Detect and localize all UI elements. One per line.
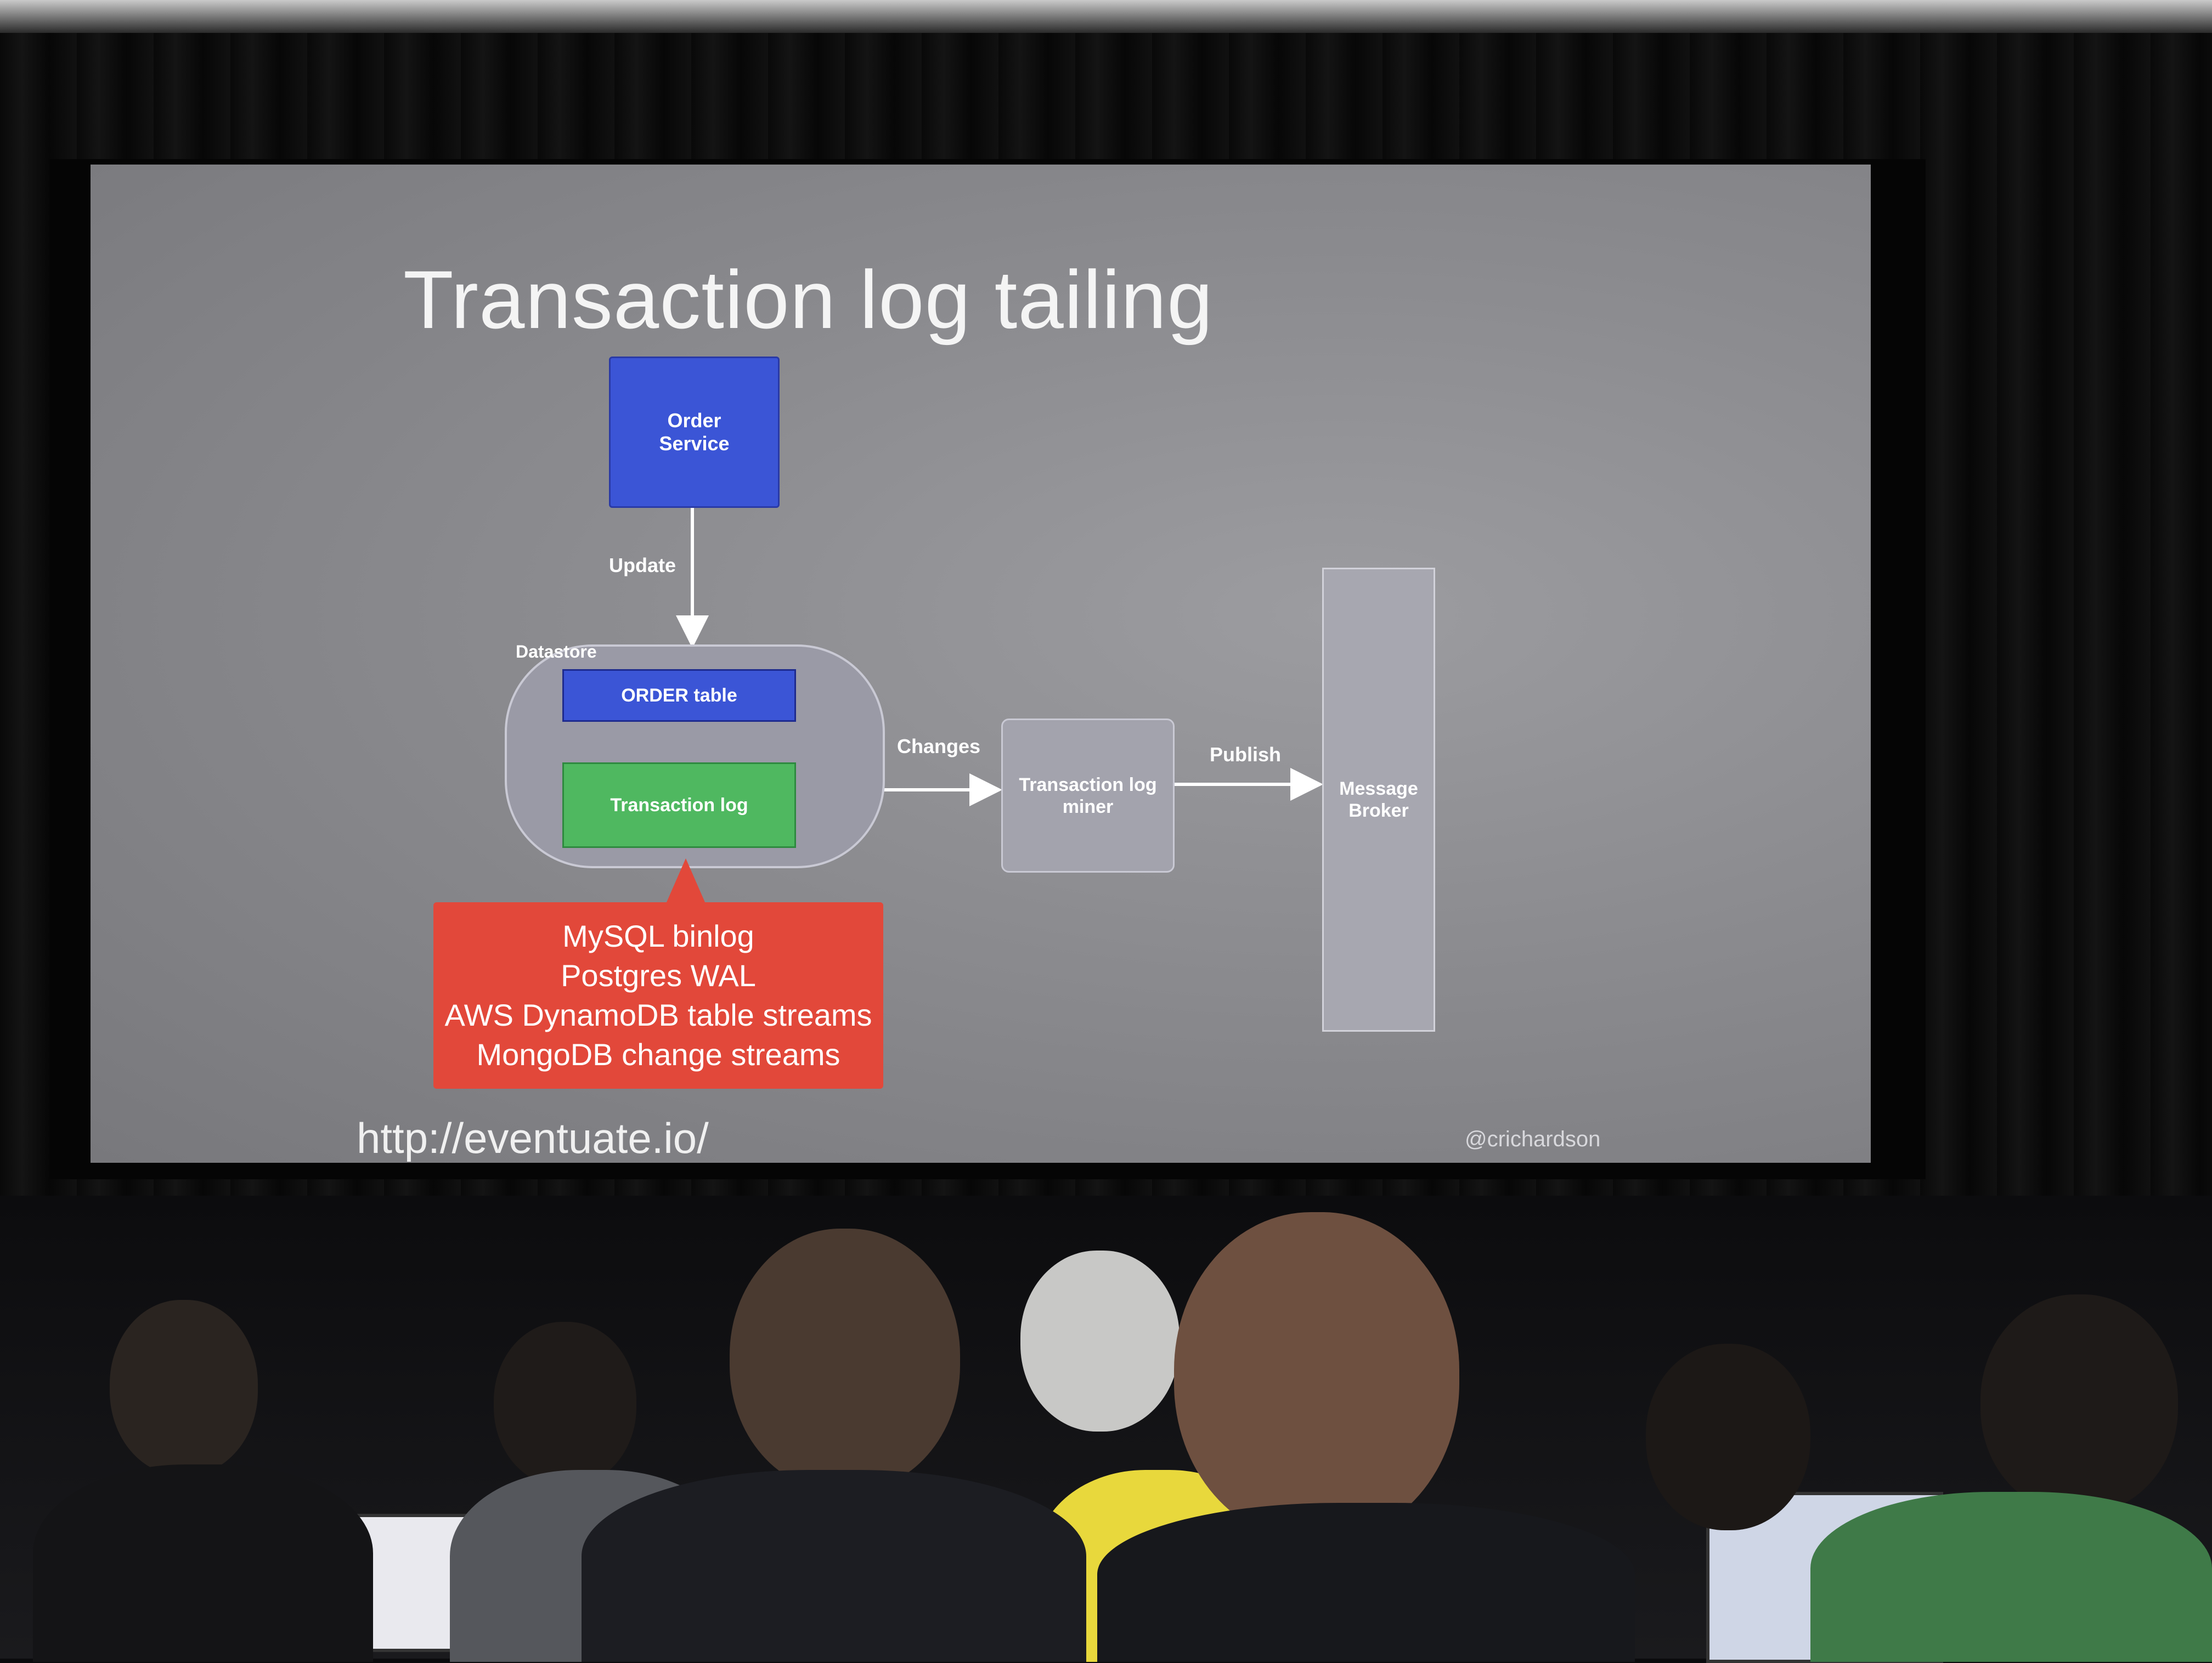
audience-area [0,1196,2212,1663]
audience-member-body [582,1470,1086,1662]
transaction-log-box: Transaction log [562,762,796,848]
callout-pointer [667,858,705,902]
ceiling-light [0,0,2212,33]
order-table-box: ORDER table [562,669,796,722]
callout-line: Postgres WAL [561,958,756,993]
update-label: Update [609,554,676,576]
slide-url: http://eventuate.io/ [357,1114,709,1162]
audience-member-head [730,1229,960,1492]
audience-member-head [494,1322,636,1486]
audience-member-head [110,1300,258,1475]
callout-line: AWS DynamoDB table streams [444,998,872,1032]
presentation-slide: Transaction log tailing Order Service Up… [91,165,1871,1163]
diagram-arrows [676,506,1323,806]
audience-member-head [1174,1212,1459,1541]
speaker-handle: @crichardson [1465,1127,1601,1151]
order-service-box: Order Service [609,357,780,508]
audience-member-body [1097,1503,1635,1662]
audience-member-body [1810,1492,2212,1662]
datastore-label: Datastore [516,642,597,661]
changes-label: Changes [897,735,981,757]
transaction-log-miner-box: Transaction log miner [1001,719,1175,873]
audience-member-head [1020,1251,1180,1432]
publish-label: Publish [1210,743,1282,766]
audience-member-head [1646,1344,1810,1530]
audience-member-body [33,1464,373,1662]
callout-line: MongoDB change streams [476,1037,840,1072]
audience-member-head [1980,1294,2178,1514]
message-broker-box: Message Broker [1322,568,1435,1032]
slide-title: Transaction log tailing [403,253,1214,346]
callout-line: MySQL binlog [562,919,754,953]
log-sources-callout: MySQL binlog Postgres WAL AWS DynamoDB t… [433,902,883,1089]
